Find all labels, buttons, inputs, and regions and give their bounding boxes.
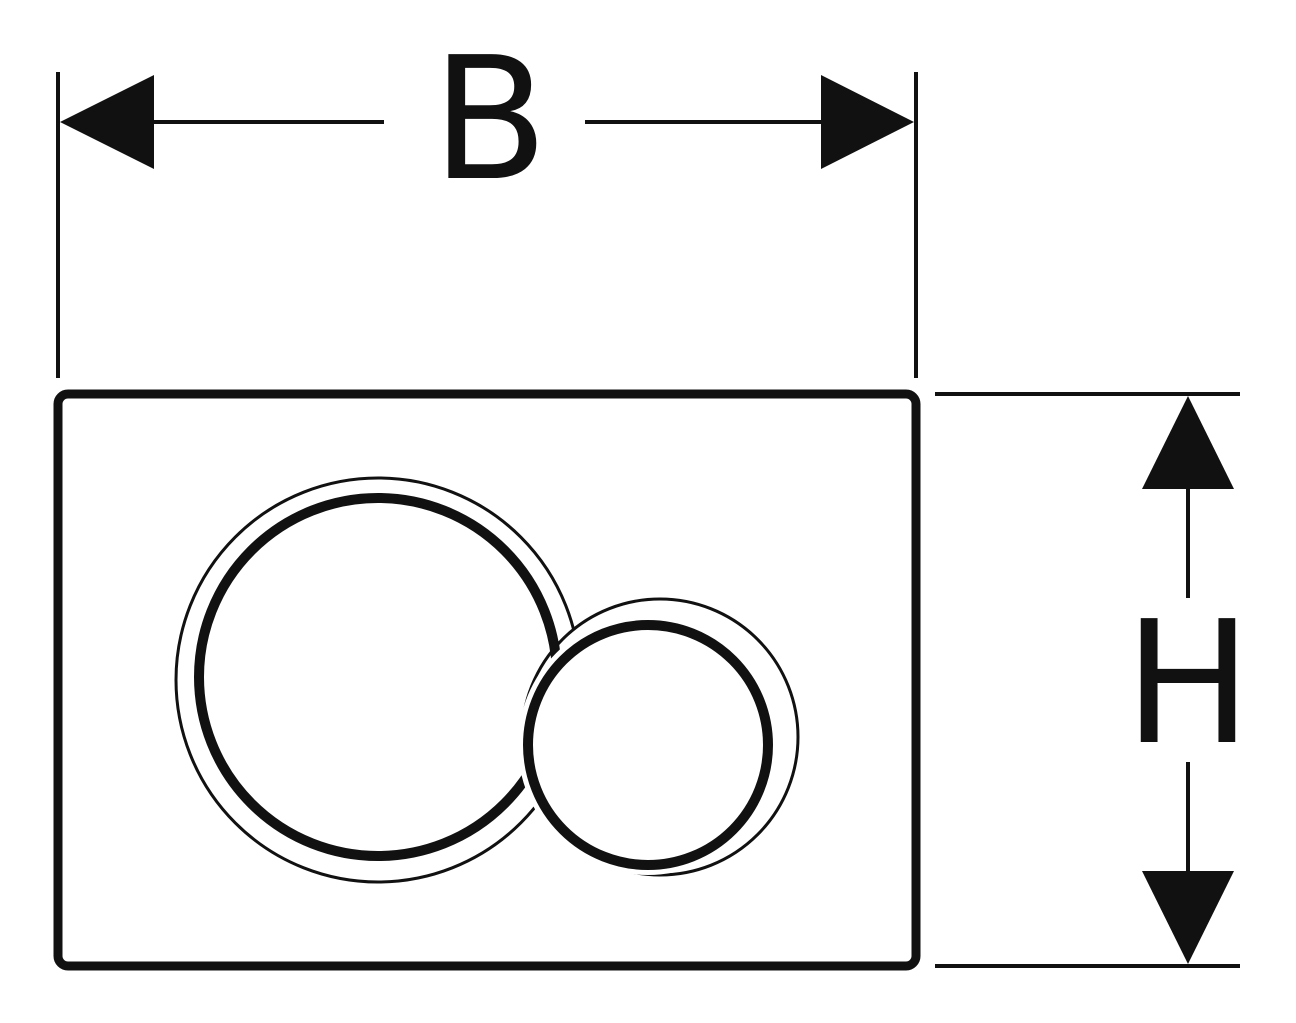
large-button-outer-ring — [174, 476, 582, 884]
width-label: B — [432, 21, 549, 219]
flush-buttons — [174, 476, 800, 884]
height-arrowhead-bottom — [1142, 871, 1234, 964]
height-arrowhead-top — [1142, 396, 1234, 489]
width-arrowhead-right — [821, 75, 914, 169]
width-dimension: B — [56, 21, 918, 378]
width-arrowhead-left — [60, 75, 154, 169]
height-label: H — [1124, 585, 1252, 783]
height-dimension: H — [935, 392, 1252, 968]
flush-plate-outline — [53, 389, 921, 971]
large-button-inner-ring — [194, 493, 562, 861]
small-button-inner-ring — [523, 620, 773, 870]
